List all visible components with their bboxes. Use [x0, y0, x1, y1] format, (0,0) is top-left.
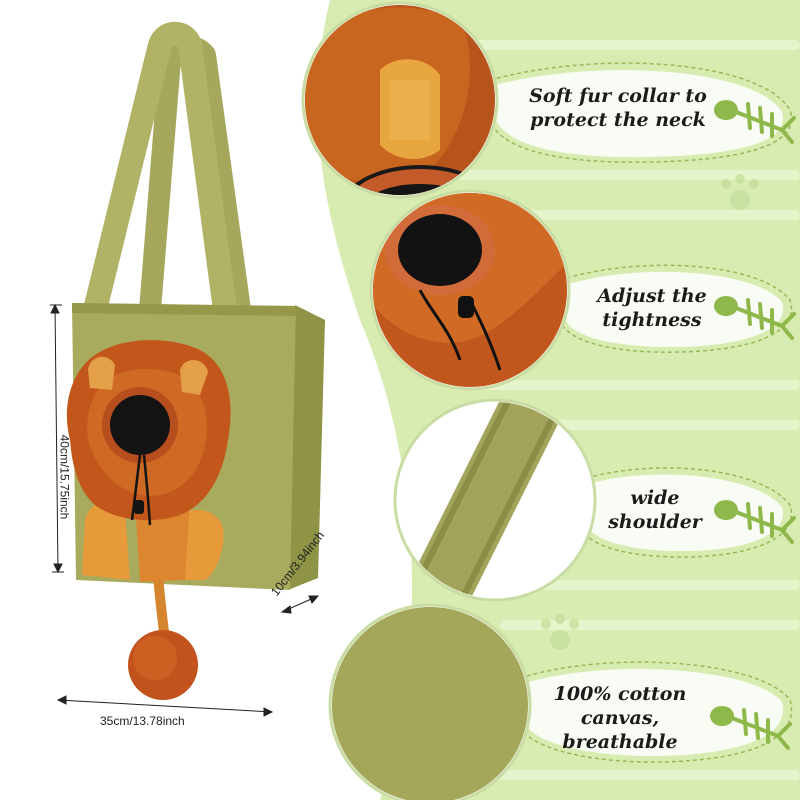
- detail-circle-strap: [393, 398, 597, 602]
- feature-cotton-canvas: 100% cotton canvas, breathable: [520, 682, 720, 754]
- feature-line: breathable: [562, 731, 678, 753]
- bubble-fills: [495, 70, 784, 757]
- feature-line: 100% cotton: [553, 683, 687, 705]
- feature-line: Soft fur collar to: [529, 85, 707, 107]
- fish-bone-icon: [710, 100, 796, 750]
- lion-tail: [153, 570, 169, 637]
- detail-circle-canvas: [328, 603, 532, 800]
- pet-carrier-bag: [66, 21, 325, 700]
- lion-ear-left: [88, 356, 115, 390]
- feature-wide-shoulder: wide shoulder: [590, 486, 720, 534]
- bag-side: [288, 305, 325, 590]
- feature-line: canvas,: [580, 707, 660, 729]
- feature-adjust-tightness: Adjust the tightness: [572, 284, 732, 332]
- paw-print-icon: [541, 174, 759, 650]
- width-dimension-label: 35cm/13.78inch: [100, 714, 185, 728]
- feature-line: protect the neck: [530, 109, 706, 131]
- detail-circle-drawstring: [369, 189, 571, 391]
- feature-line: shoulder: [608, 511, 702, 533]
- feature-line: Adjust the: [597, 285, 707, 307]
- height-dimension-label: 40cm/15.75inch: [57, 434, 72, 520]
- face-opening: [110, 395, 170, 455]
- lion-paws: [82, 501, 130, 580]
- feature-fur-collar: Soft fur collar to protect the neck: [508, 84, 728, 132]
- dimension-lines: [50, 303, 320, 717]
- bag-strap-front: [83, 21, 237, 313]
- feature-line: wide: [630, 487, 680, 509]
- drawstring: [130, 454, 152, 526]
- lion-ear-right: [180, 360, 208, 395]
- feature-line: tightness: [602, 309, 702, 331]
